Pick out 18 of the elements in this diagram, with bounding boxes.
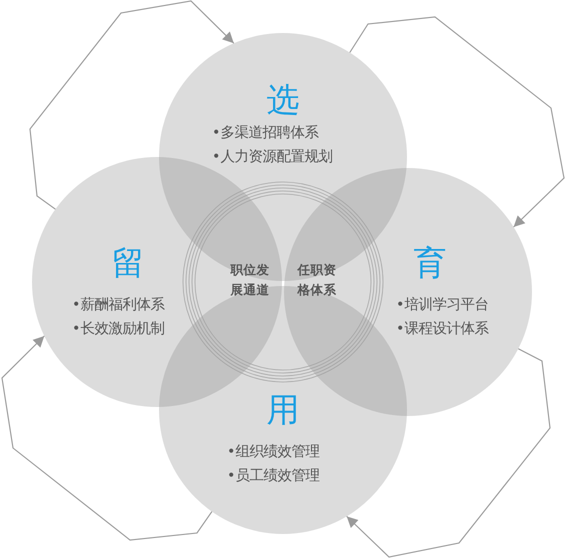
cycle-arrow: [346, 348, 551, 558]
bullet-item: •组织绩效管理: [227, 443, 320, 462]
center-label: 任职资格体系: [296, 261, 338, 299]
bullet-item: •多渠道招聘体系: [212, 124, 320, 143]
bullet-item: •薪酬福利体系: [72, 296, 164, 315]
stage-heading: 用: [266, 391, 300, 429]
bullet-item: •长效激励机制: [72, 320, 164, 339]
bullet-item: •员工绩效管理: [227, 467, 320, 486]
cycle-arrow: [29, 0, 234, 210]
cycle-arrow: [349, 16, 565, 228]
stage-heading: 选: [266, 81, 300, 119]
bullet-item: •课程设计体系: [396, 320, 488, 339]
stage-heading: 留: [112, 244, 144, 282]
center-label: 职位发展通道: [229, 261, 270, 299]
stage-heading: 育: [414, 244, 446, 282]
bullet-item: •人力资源配置规划: [212, 148, 332, 167]
cycle-arrow: [1, 336, 212, 541]
bullet-item: •培训学习平台: [396, 296, 488, 315]
